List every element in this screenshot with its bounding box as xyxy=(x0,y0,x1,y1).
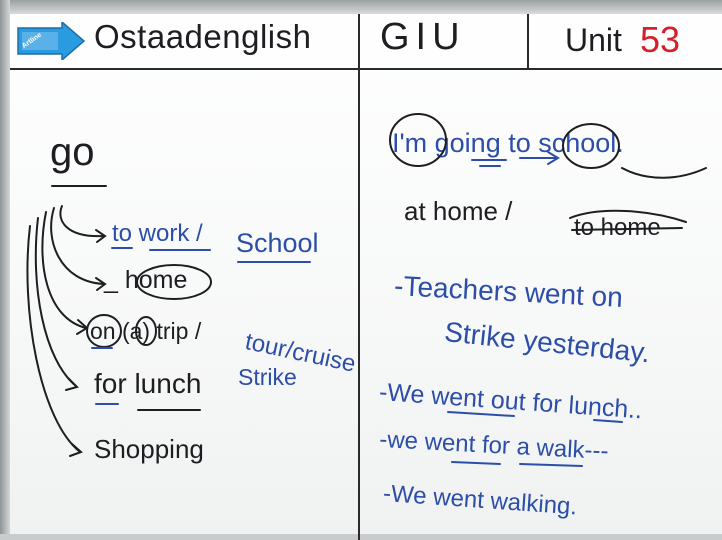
sentence-went-out-for-lunch: -We went out for lunch.. xyxy=(378,378,644,425)
board-frame-left xyxy=(0,0,10,540)
board-eraser[interactable]: Artline xyxy=(16,20,86,62)
arrowhead-1 xyxy=(95,229,107,243)
brand-title: Ostaadenglish xyxy=(94,18,312,55)
sentence-to-home-crossed: to home xyxy=(574,214,661,241)
for-a-underline xyxy=(519,463,583,467)
phrase-strike: Strike xyxy=(238,364,297,390)
center-divider-line xyxy=(358,14,360,540)
phrase-for-lunch: for lunch xyxy=(94,368,202,399)
unit-number: 53 xyxy=(640,19,681,60)
phrase-to-work: to work / xyxy=(112,220,203,247)
sentence-teachers-went-on: -Teachers went on xyxy=(393,270,624,313)
arrow-on-trip xyxy=(41,211,87,329)
sentence-going-to-school: I'm going to school. xyxy=(392,128,624,158)
phrase-on-a-trip: on (a) trip / xyxy=(90,318,202,344)
verb-go: go xyxy=(50,130,95,174)
phrase-shopping: Shopping xyxy=(94,434,204,464)
sentence-went-for-a-walk: -we went for a walk--- xyxy=(378,426,610,465)
unit-divider-line xyxy=(527,14,529,70)
arrowhead-5 xyxy=(69,443,83,457)
arrow-to-work xyxy=(59,205,105,238)
eraser-shape-icon xyxy=(17,20,86,62)
arrowhead-4 xyxy=(65,377,79,391)
arrowhead-3 xyxy=(76,319,89,335)
arrow-shopping xyxy=(26,225,81,453)
school-underline xyxy=(621,167,707,179)
arrow-for-lunch xyxy=(34,217,77,387)
sentence-at-home: at home / xyxy=(404,196,513,226)
phrase-school: School xyxy=(236,228,319,258)
went-underline-2 xyxy=(451,461,501,465)
unit-label: Unit xyxy=(565,22,622,58)
header-divider-line xyxy=(10,68,722,70)
arrow-home xyxy=(50,207,105,285)
board-frame-top xyxy=(0,0,722,14)
sentence-went-walking: -We went walking. xyxy=(382,480,578,521)
board-frame-bottom xyxy=(0,534,722,540)
sentence-strike-yesterday: Strike yesterday. xyxy=(442,316,652,369)
phrase-home: _ home xyxy=(104,266,188,294)
course-title: GIU xyxy=(380,16,466,58)
